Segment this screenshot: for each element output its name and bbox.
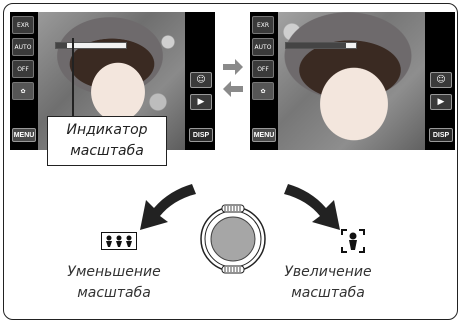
- auto-icon: AUTO: [252, 38, 274, 56]
- wide-zoom-icon: [101, 232, 137, 250]
- curved-arrow-left-icon: [140, 184, 196, 230]
- zoom-control-dial: [200, 204, 266, 274]
- zoom-indicator: [285, 42, 357, 49]
- face-detection-icon: ☺: [430, 72, 452, 88]
- face-detection-icon: ☺: [190, 72, 212, 88]
- zoom-indicator-fill: [286, 43, 346, 48]
- transition-arrows-icon: [223, 59, 243, 97]
- exr-mode-icon: EXR: [252, 16, 274, 34]
- exr-mode-icon: EXR: [12, 16, 34, 34]
- zoom-in-caption: Увеличение масштаба: [268, 262, 388, 304]
- playback-icon: ▶: [430, 94, 452, 110]
- zoom-in-line-2: масштаба: [291, 285, 365, 301]
- flower-icon: ✿: [12, 82, 34, 100]
- callout-leader-line: [72, 38, 74, 116]
- zoom-out-line-1: Уменьшение: [67, 264, 161, 280]
- portrait-photo-tele: [278, 12, 425, 150]
- zoom-in-line-1: Увеличение: [284, 264, 372, 280]
- zoom-out-caption: Уменьшение масштаба: [54, 262, 174, 304]
- auto-icon: AUTO: [12, 38, 34, 56]
- curved-arrow-right-icon: [284, 184, 340, 230]
- zoom-out-line-2: масштаба: [77, 285, 151, 301]
- self-timer-off-icon: OFF: [252, 60, 274, 78]
- self-timer-off-icon: OFF: [12, 60, 34, 78]
- zoom-indicator-fill: [56, 43, 67, 48]
- zoom-indicator: [55, 42, 127, 49]
- menu-button: MENU: [252, 128, 276, 142]
- menu-button: MENU: [12, 128, 36, 142]
- disp-button: DISP: [429, 128, 453, 142]
- arrow-left-icon: [223, 81, 243, 97]
- zoom-indicator-callout: Индикатор масштаба: [47, 116, 167, 166]
- callout-line-1: Индикатор: [66, 122, 148, 138]
- callout-line-2: масштаба: [70, 143, 144, 159]
- tele-zoom-icon: [341, 229, 365, 253]
- camera-screen-tele: EXR AUTO OFF ✿ MENU ☺ ▶ DISP: [250, 12, 455, 150]
- arrow-right-icon: [223, 59, 243, 75]
- disp-button: DISP: [189, 128, 213, 142]
- playback-icon: ▶: [190, 94, 212, 110]
- flower-icon: ✿: [252, 82, 274, 100]
